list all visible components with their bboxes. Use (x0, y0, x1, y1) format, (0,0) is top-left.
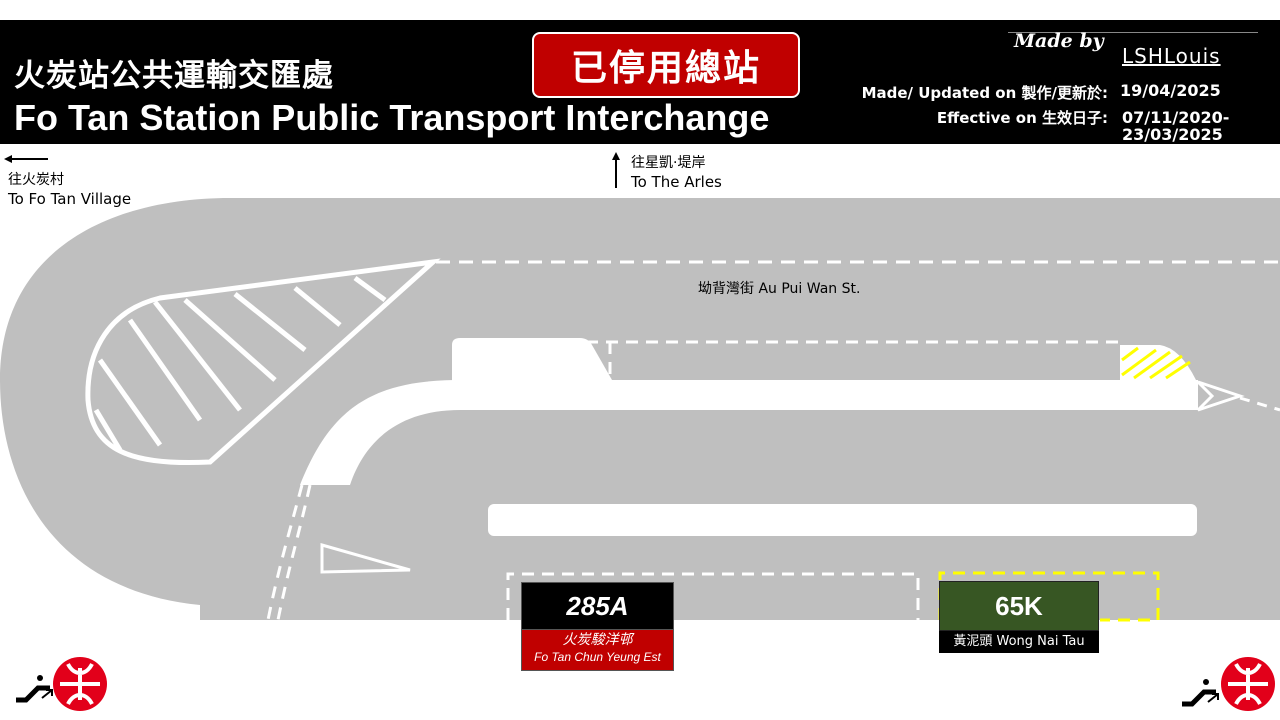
mtr-logo-icon-right (1221, 657, 1275, 711)
updated-label: Made/ Updated on 製作/更新於: (861, 84, 1108, 102)
central-island (300, 380, 1198, 485)
title-zh: 火炭站公共運輸交匯處 (14, 58, 334, 94)
direction-up-en: To The Arles (631, 173, 722, 191)
arrow-left-icon (4, 155, 48, 163)
central-island-nose (452, 338, 612, 382)
lane-divider-left-2 (276, 484, 312, 621)
title-en: Fo Tan Station Public Transport Intercha… (14, 97, 770, 138)
lower-platform (488, 504, 1197, 536)
street-label: 坳背灣街 Au Pui Wan St. (698, 281, 861, 297)
direction-left-en: To Fo Tan Village (8, 190, 132, 208)
credit-made-by: Made by (1014, 30, 1104, 52)
header-bar: 火炭站公共運輸交匯處 Fo Tan Station Public Transpo… (0, 20, 1280, 144)
updated-value: 19/04/2025 (1120, 81, 1221, 100)
route-destination: 黃泥頭 Wong Nai Tau (939, 631, 1099, 653)
escalator-icon-right (1182, 679, 1219, 707)
effective-value-end: 23/03/2025 (1122, 125, 1223, 144)
route-dest-en: Fo Tan Chun Yeung Est (534, 650, 661, 664)
hatched-island (85, 258, 441, 466)
direction-up-zh: 往星凱·堤岸 (631, 155, 706, 171)
direction-left-zh: 往火炭村 (8, 172, 64, 188)
upper-bay-marking (586, 340, 1118, 380)
status-badge: 已停用總站 (532, 32, 800, 98)
effective-label: Effective on 生效日子: (936, 109, 1108, 127)
route-dest-zh: 火炭駿洋邨 (562, 632, 633, 648)
road-arrow-left (320, 543, 411, 574)
route-card-285A: 285A 火炭駿洋邨 Fo Tan Chun Yeung Est (521, 582, 674, 671)
lane-divider-left (266, 484, 304, 621)
credit-author: LSHLouis (1122, 44, 1221, 68)
route-number: 285A (521, 582, 674, 630)
effective-value-start: 07/11/2020- (1122, 108, 1230, 127)
mtr-logo-icon (53, 657, 107, 711)
direction-fo-tan-village: 往火炭村 To Fo Tan Village (8, 171, 131, 209)
lane-divider-right (1239, 396, 1280, 412)
arrow-up-icon (612, 152, 620, 188)
route-card-65K: 65K 黃泥頭 Wong Nai Tau (939, 581, 1099, 653)
road-arrow-right (1196, 380, 1245, 412)
direction-the-arles: 往星凱·堤岸 To The Arles (631, 154, 722, 192)
escalator-icon (16, 675, 53, 703)
bus-bay-marking (506, 572, 920, 620)
route-destination: 火炭駿洋邨 Fo Tan Chun Yeung Est (521, 630, 674, 671)
yellow-hatched-bay (1120, 345, 1196, 380)
credit-divider (1008, 32, 1258, 33)
route-number: 65K (939, 581, 1099, 631)
